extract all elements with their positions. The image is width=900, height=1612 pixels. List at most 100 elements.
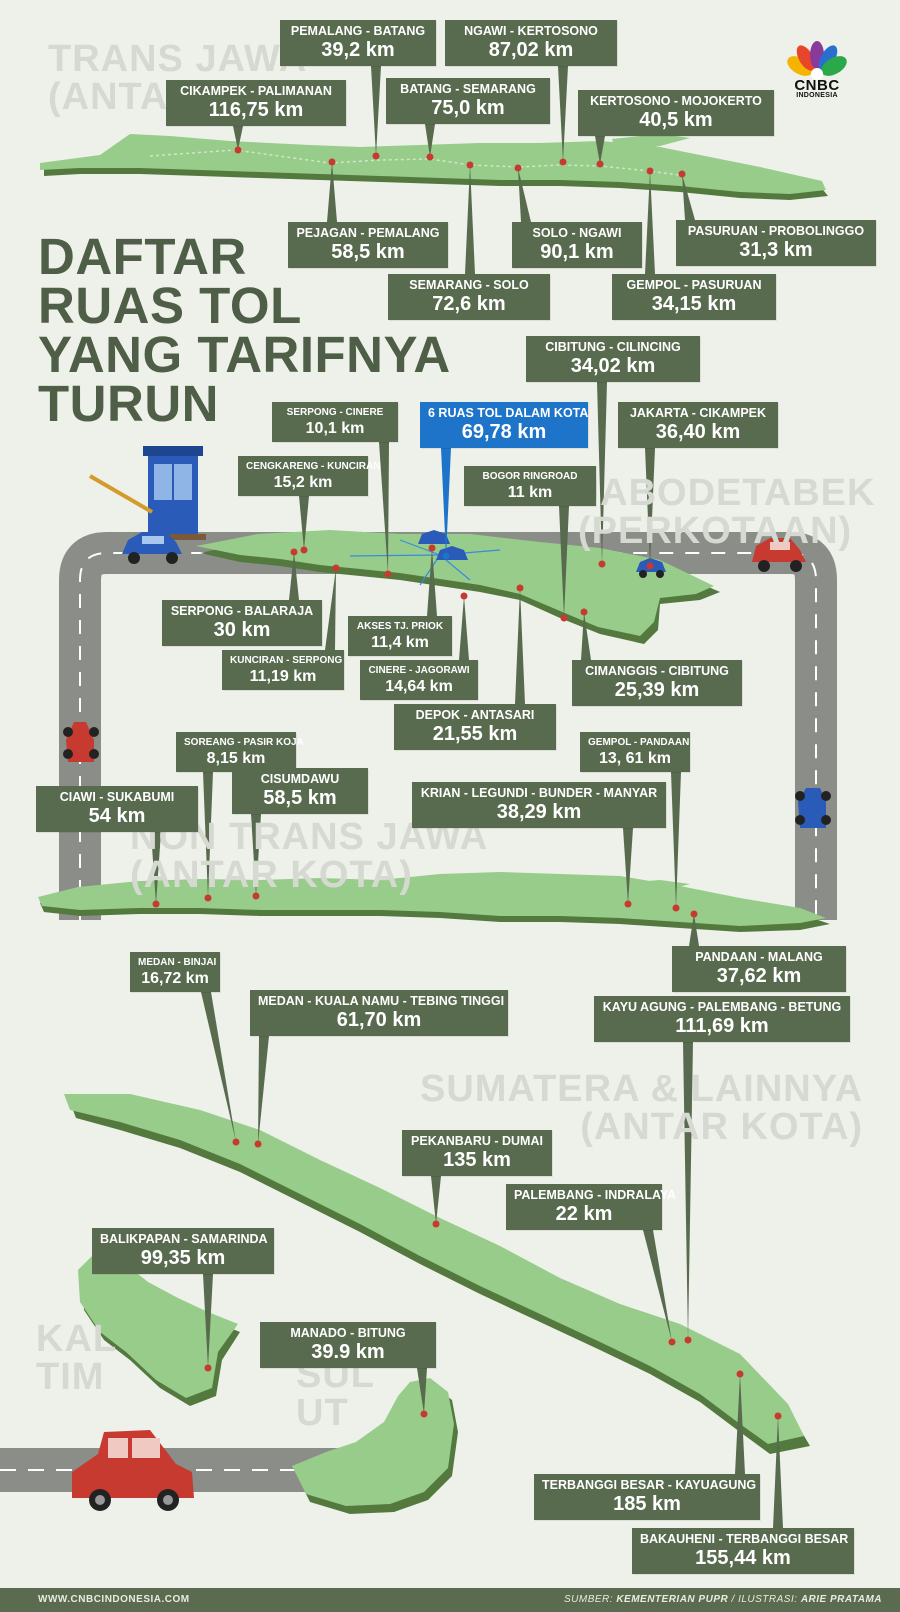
location-pin-icon [254,1140,262,1148]
toll-length: 30 km [213,619,271,641]
pointer-line [645,448,655,566]
pointer-line [623,828,633,904]
location-pin-icon [624,900,632,908]
toll-length: 39,2 km [321,39,395,61]
toll-name: KUNCIRAN - SERPONG [230,655,343,666]
pointer-line [201,992,236,1142]
pointer-line [597,382,607,564]
toll-length: 16,72 km [141,970,209,987]
toll-name: AKSES TJ. PRIOK [356,621,444,632]
toll-length: 10,1 km [305,420,365,437]
location-pin-icon [232,1138,240,1146]
location-pin-icon [152,900,160,908]
pointer-line [289,552,299,600]
pointer-line [595,136,605,164]
toll-length: 99,35 km [140,1247,226,1269]
toll-name: PEKANBARU - DUMAI [411,1134,543,1148]
location-pin-icon [252,892,260,900]
toll-name: KRIAN - LEGUNDI - BUNDER - MANYAR [420,786,658,800]
location-pin-icon [598,560,606,568]
toll-length: 14,64 km [385,678,453,695]
toll-name: BALIKPAPAN - SAMARINDA [100,1232,268,1246]
toll-name: MEDAN - KUALA NAMU - TEBING TINGGI [258,994,505,1008]
toll-name: CISUMDAWU [260,772,340,786]
pointer-line [518,168,531,222]
pointer-line [581,612,591,660]
location-pin-icon [668,1338,676,1346]
toll-name: DEPOK - ANTASARI [415,708,535,722]
toll-length: 75,0 km [431,97,505,119]
toll-name: KAYU AGUNG - PALEMBANG - BETUNG [602,1000,842,1014]
car-red-left-road [63,722,99,762]
toll-name: GEMPOL - PASURUAN [626,278,762,292]
toll-name: SEMARANG - SOLO [409,278,529,292]
location-pin-icon [514,164,522,172]
location-pin-icon [596,160,604,168]
car-blue-left [122,532,182,564]
pointer-line [379,442,389,574]
location-pin-icon [646,167,654,175]
toll-name: SOLO - NGAWI [532,226,622,240]
pointer-line [425,124,435,157]
map-sulut [292,1378,458,1514]
pointer-line [459,596,469,660]
toll-name: BATANG - SEMARANG [400,82,536,96]
toll-name: CINERE - JAGORAWI [368,665,470,676]
pointer-line [671,772,681,908]
pointer-line [427,548,437,616]
toll-name: BAKAUHENI - TERBANGGI BESAR [640,1532,849,1546]
toll-name: CIKAMPEK - PALIMANAN [180,84,332,98]
toll-length: 34,15 km [651,293,737,315]
pointer-line [645,171,655,274]
location-pin-icon [384,570,392,578]
toll-name: GEMPOL - PANDAAN [588,737,690,748]
car-red-right [752,538,806,572]
pointer-line [431,1176,441,1224]
location-pin-icon [466,161,474,169]
location-pin-icon [646,562,654,570]
toll-length: 155,44 km [695,1547,791,1569]
page-title: DAFTAR RUAS TOL YANG TARIFNYA TURUN [38,228,451,432]
toll-length: 11 km [507,484,553,501]
toll-name: PEMALANG - BATANG [290,24,426,38]
logo-text: CNBC [794,77,840,94]
peacock-icon [787,41,847,80]
toll-length: 21,55 km [432,723,518,745]
toll-length: 111,69 km [675,1015,769,1037]
toll-length: 61,70 km [336,1009,422,1031]
pointer-line [203,1274,213,1368]
website-link[interactable]: WWW.CNBCINDONESIA.COM [38,1594,190,1605]
toll-name: MANADO - BITUNG [290,1326,406,1340]
toll-length: 39.9 km [311,1341,385,1363]
region-jabodetabek: JABODETABEK(PERKOTAAN) [578,472,876,552]
pointer-line [325,568,336,650]
location-pin-icon [678,170,686,178]
toll-length: 25,39 km [614,679,700,701]
toll-name: CIBITUNG - CILINCING [545,340,681,354]
location-pin-icon [234,146,242,154]
logo-subtext: INDONESIA [796,92,838,99]
map-jawa-top [40,134,828,200]
toll-name: SERPONG - BALARAJA [170,604,314,618]
pointer-line [559,506,569,618]
location-pin-icon [204,1364,212,1372]
toll-name: KERTOSONO - MOJOKERTO [590,94,762,108]
toll-length: 8,15 km [206,750,266,767]
